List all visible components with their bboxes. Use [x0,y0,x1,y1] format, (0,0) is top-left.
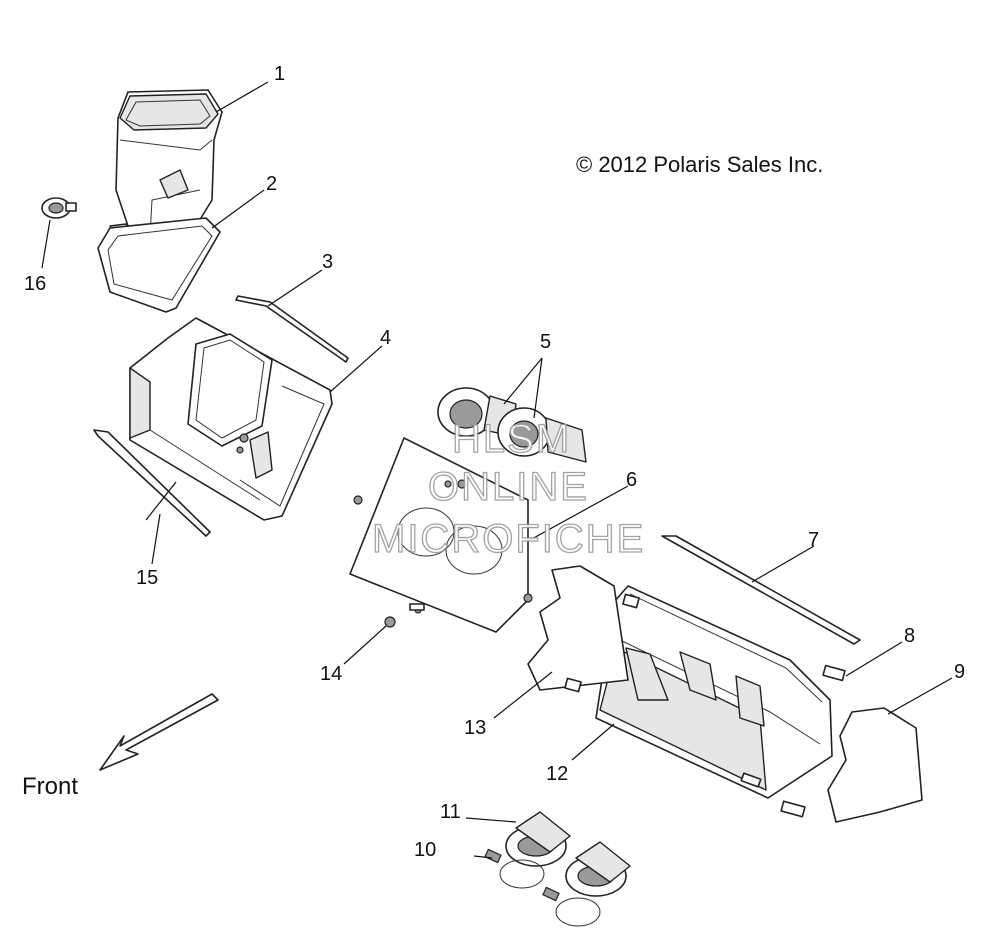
callout-13: 13 [464,717,486,739]
callout-4: 4 [380,327,391,349]
callout-labels: 1 2 3 4 5 6 7 8 9 10 11 12 13 14 15 16 [24,63,965,861]
part-11-couplers [505,811,631,897]
watermark-line-1: HLSM [452,417,571,461]
front-label: Front [22,773,78,800]
callout-2: 2 [266,173,277,195]
part-7-foam-strip [661,535,861,645]
callout-11: 11 [440,801,461,823]
part-16-clamp [41,197,77,219]
callout-14: 14 [320,663,342,685]
part-5-boots [437,387,587,463]
callout-7: 7 [808,529,819,551]
callout-8: 8 [904,625,915,647]
copyright-notice: © 2012 Polaris Sales Inc. [576,152,823,177]
part-2-gasket [97,217,221,313]
callout-9: 9 [954,661,965,683]
callout-5: 5 [540,331,551,353]
callout-10: 10 [414,839,436,861]
part-8-clips [564,593,846,818]
part-9-foam [827,707,923,823]
part-13-foam-seal [527,565,629,691]
callout-15: 15 [136,567,158,589]
callout-1: 1 [274,63,285,85]
part-3-foam-strip [235,295,349,363]
callout-6: 6 [626,469,637,491]
part-14-screws [353,479,533,628]
callout-16: 16 [24,273,46,295]
part-12-lower-airbox [595,585,833,799]
watermark: HLSM ONLINE MICROFICHE [371,416,645,561]
watermark-line-3: MICROFICHE [372,517,645,561]
part-10-hose-clamps [484,848,601,927]
callout-3: 3 [322,251,333,273]
leader-lines [41,81,953,859]
callout-12: 12 [546,763,568,785]
part-15-foam-seal [93,429,211,537]
front-arrow-icon [99,693,219,771]
part-4-airbox-lid [129,317,333,521]
part-6-plate [349,437,529,633]
watermark-line-2: ONLINE [428,465,589,509]
